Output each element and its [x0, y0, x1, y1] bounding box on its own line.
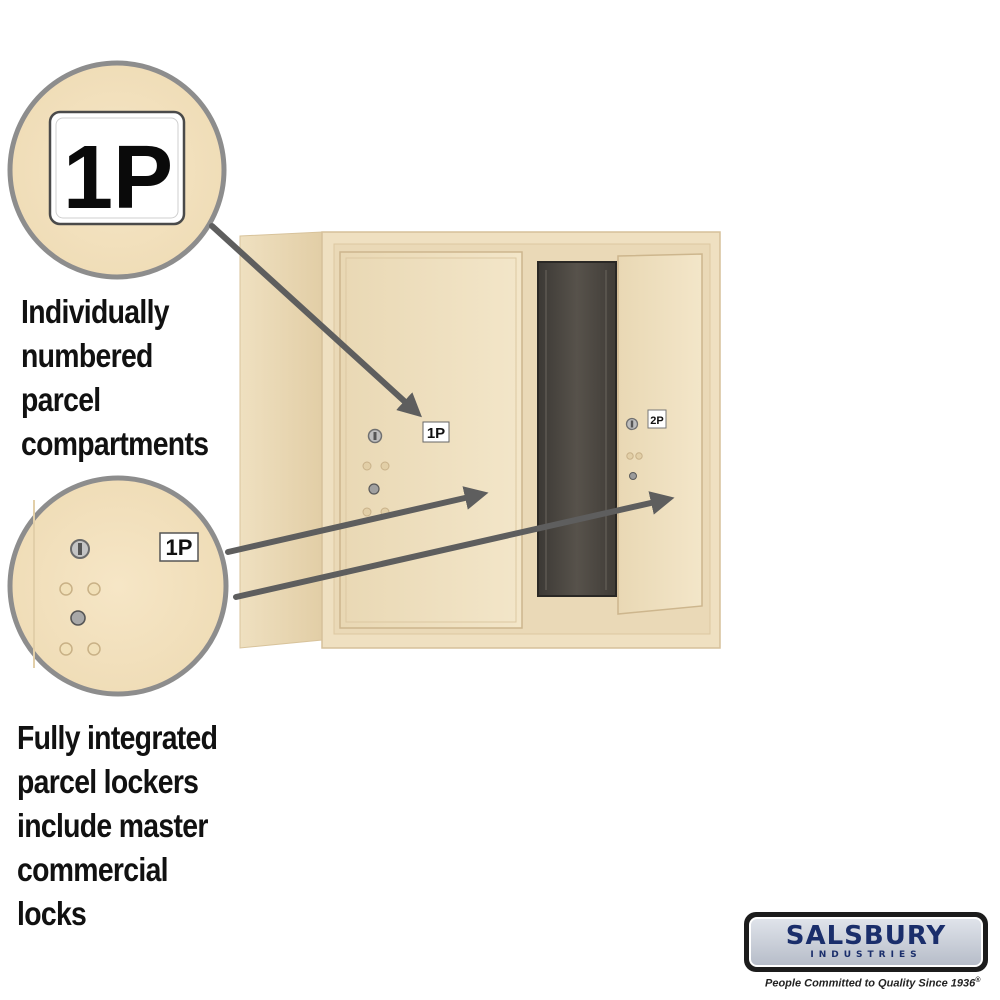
- zoom-door-number-plate: [159, 532, 199, 562]
- caption-line: Fully integrated: [17, 719, 218, 756]
- trademark-symbol: ®: [975, 977, 981, 984]
- caption-line: include master: [17, 807, 208, 844]
- parcel-door-2p[interactable]: [617, 253, 703, 615]
- arrow-to-left-lock: [225, 486, 489, 555]
- lock-icon: [625, 417, 639, 431]
- brand-name: SALSBURY: [785, 921, 947, 951]
- brand-tagline-text: People Committed to Quality Since 1936: [765, 977, 976, 990]
- zoom-door-number-label: 1P: [166, 535, 193, 560]
- arrow-to-right-lock: [233, 491, 675, 600]
- master-lock-icon: [70, 610, 86, 626]
- hinge-rivets-icon: [626, 452, 643, 460]
- zoom-number-label: 1P: [63, 128, 173, 228]
- zoom-callout-number-plate: 1P: [7, 60, 227, 280]
- caption-line: commercial: [17, 851, 169, 888]
- door-number-plate: [422, 421, 450, 443]
- brand-tagline: People Committed to Quality Since 1936®: [765, 977, 980, 990]
- zoom-callout-locks: 1P: [7, 475, 229, 697]
- door-number-plate: [647, 409, 667, 429]
- caption-line: compartments: [21, 425, 209, 462]
- master-lock-icon: [368, 483, 380, 495]
- mailbox-unit: 1P 2P: [239, 231, 721, 649]
- master-lock-icon: [629, 472, 637, 480]
- callout-arrows: [209, 223, 675, 600]
- door-number-label-left: 1P: [427, 425, 445, 442]
- caption-line: numbered: [21, 337, 153, 374]
- lock-icon: [367, 428, 383, 444]
- caption-numbered-compartments: Individually numbered parcel compartment…: [21, 290, 209, 466]
- door-number-label-right: 2P: [650, 415, 663, 427]
- zoom-number-plate: [48, 110, 186, 226]
- hinge-rivets-icon: [59, 582, 101, 656]
- brand-logo-badge: SALSBURY INDUSTRIES: [749, 917, 983, 967]
- lock-icon: [70, 539, 90, 559]
- window-panel: [537, 261, 617, 597]
- caption-integrated-lockers: Fully integrated parcel lockers include …: [17, 716, 218, 936]
- arrow-to-door-number: [209, 223, 422, 418]
- caption-line: locks: [17, 895, 87, 932]
- brand-subtitle: INDUSTRIES: [810, 950, 922, 960]
- caption-line: Individually: [21, 293, 170, 330]
- caption-line: parcel lockers: [17, 763, 199, 800]
- brand-logo: SALSBURY INDUSTRIES: [744, 912, 988, 972]
- caption-line: parcel: [21, 381, 101, 418]
